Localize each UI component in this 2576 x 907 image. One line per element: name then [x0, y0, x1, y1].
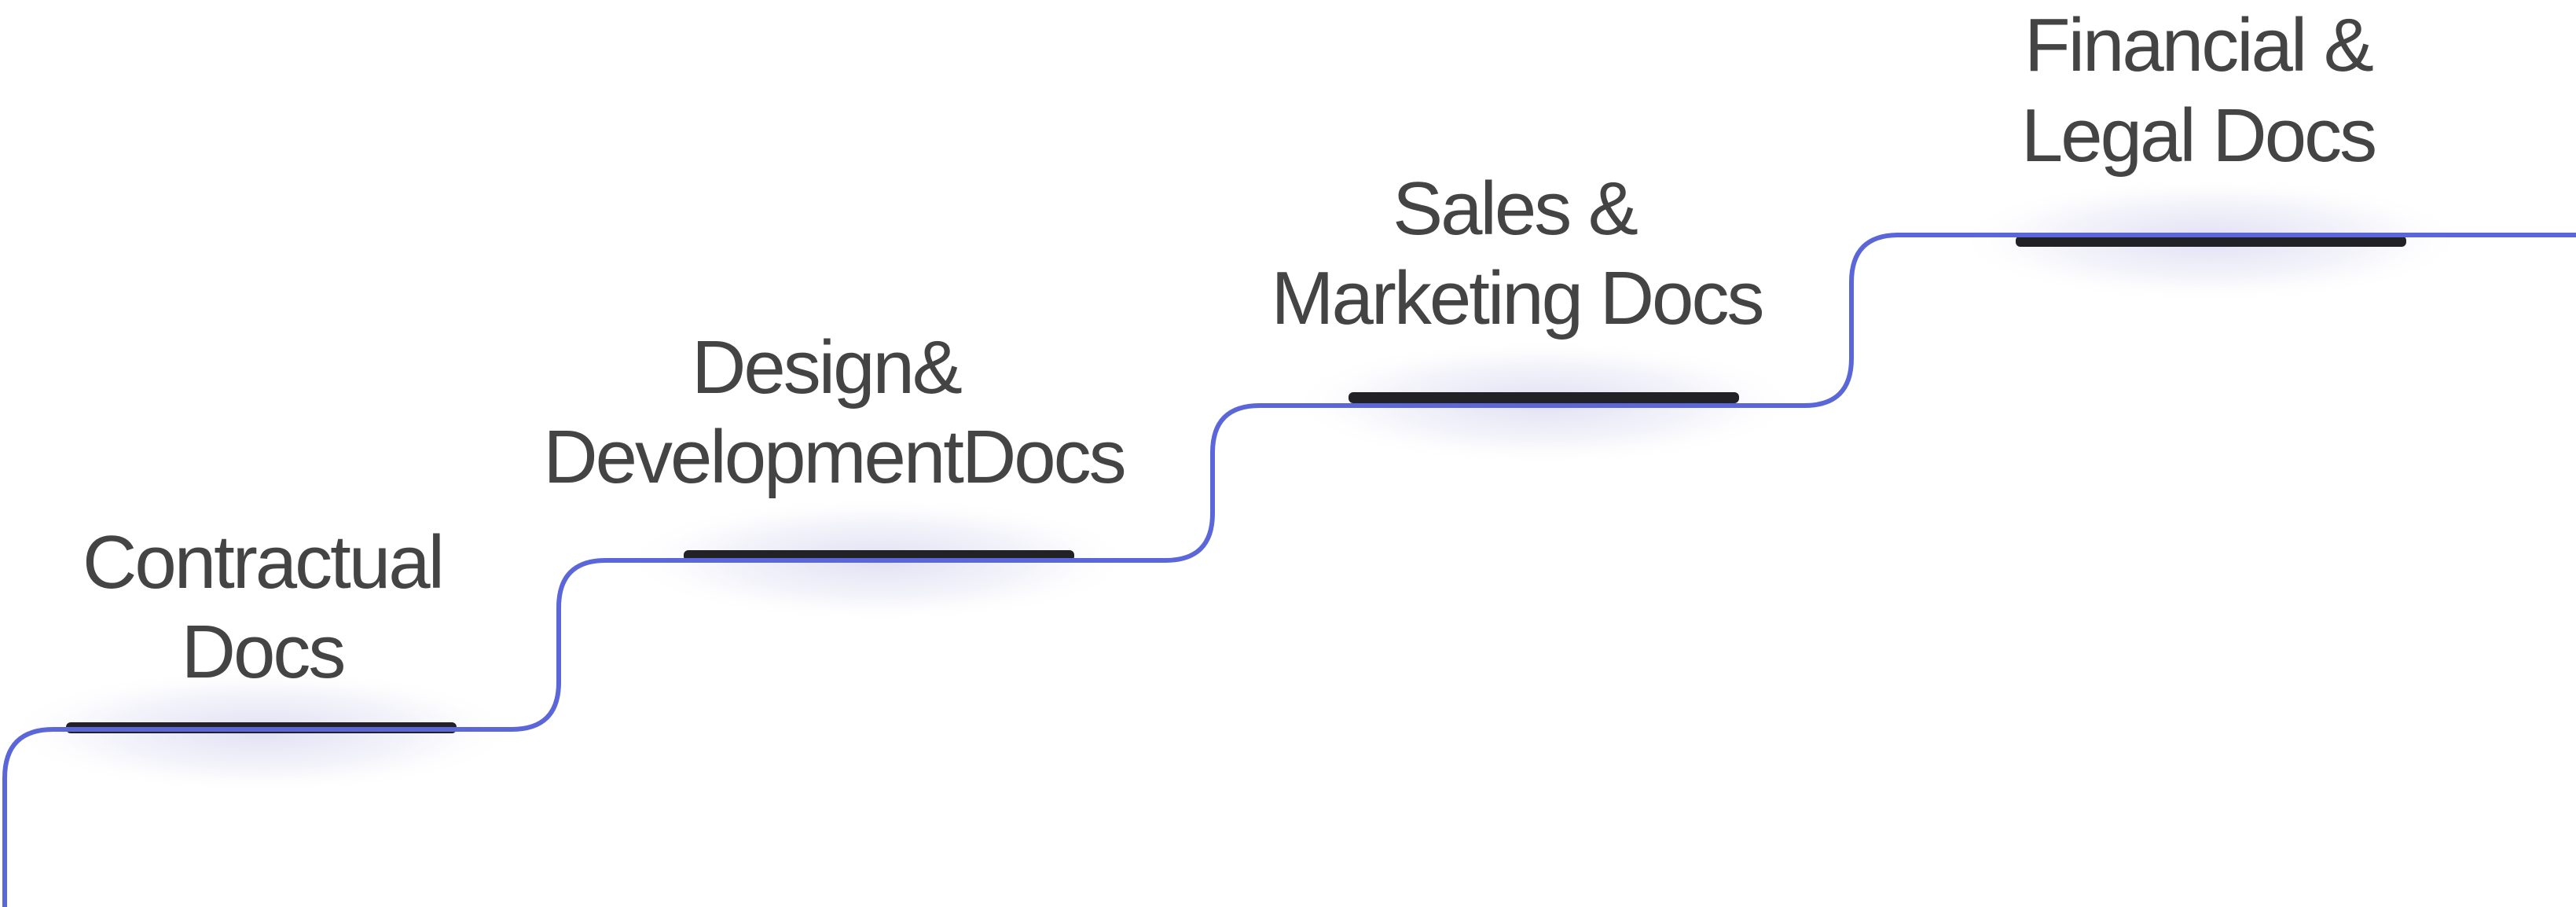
label-line: Design& [692, 325, 962, 409]
label-line: Docs [182, 610, 344, 694]
label-line: Financial & [2024, 3, 2373, 87]
label-line: DevelopmentDocs [543, 415, 1124, 499]
step-bar [2016, 236, 2406, 247]
glows [2, 177, 2470, 794]
step-label-design: Design& DevelopmentDocs [543, 325, 1126, 499]
step-label-contractual: Contractual Docs [83, 520, 445, 694]
step-bar [1349, 392, 1739, 403]
label-line: Sales & [1393, 167, 1638, 251]
label-line: Legal Docs [2021, 94, 2375, 178]
step-bars [66, 236, 2406, 733]
staircase-path [2, 233, 2576, 907]
label-line: Marketing Docs [1271, 256, 1763, 340]
step-label-sales: Sales & Marketing Docs [1271, 167, 1765, 340]
label-line: Contractual [83, 520, 442, 604]
step-label-financial: Financial & Legal Docs [2021, 3, 2377, 178]
